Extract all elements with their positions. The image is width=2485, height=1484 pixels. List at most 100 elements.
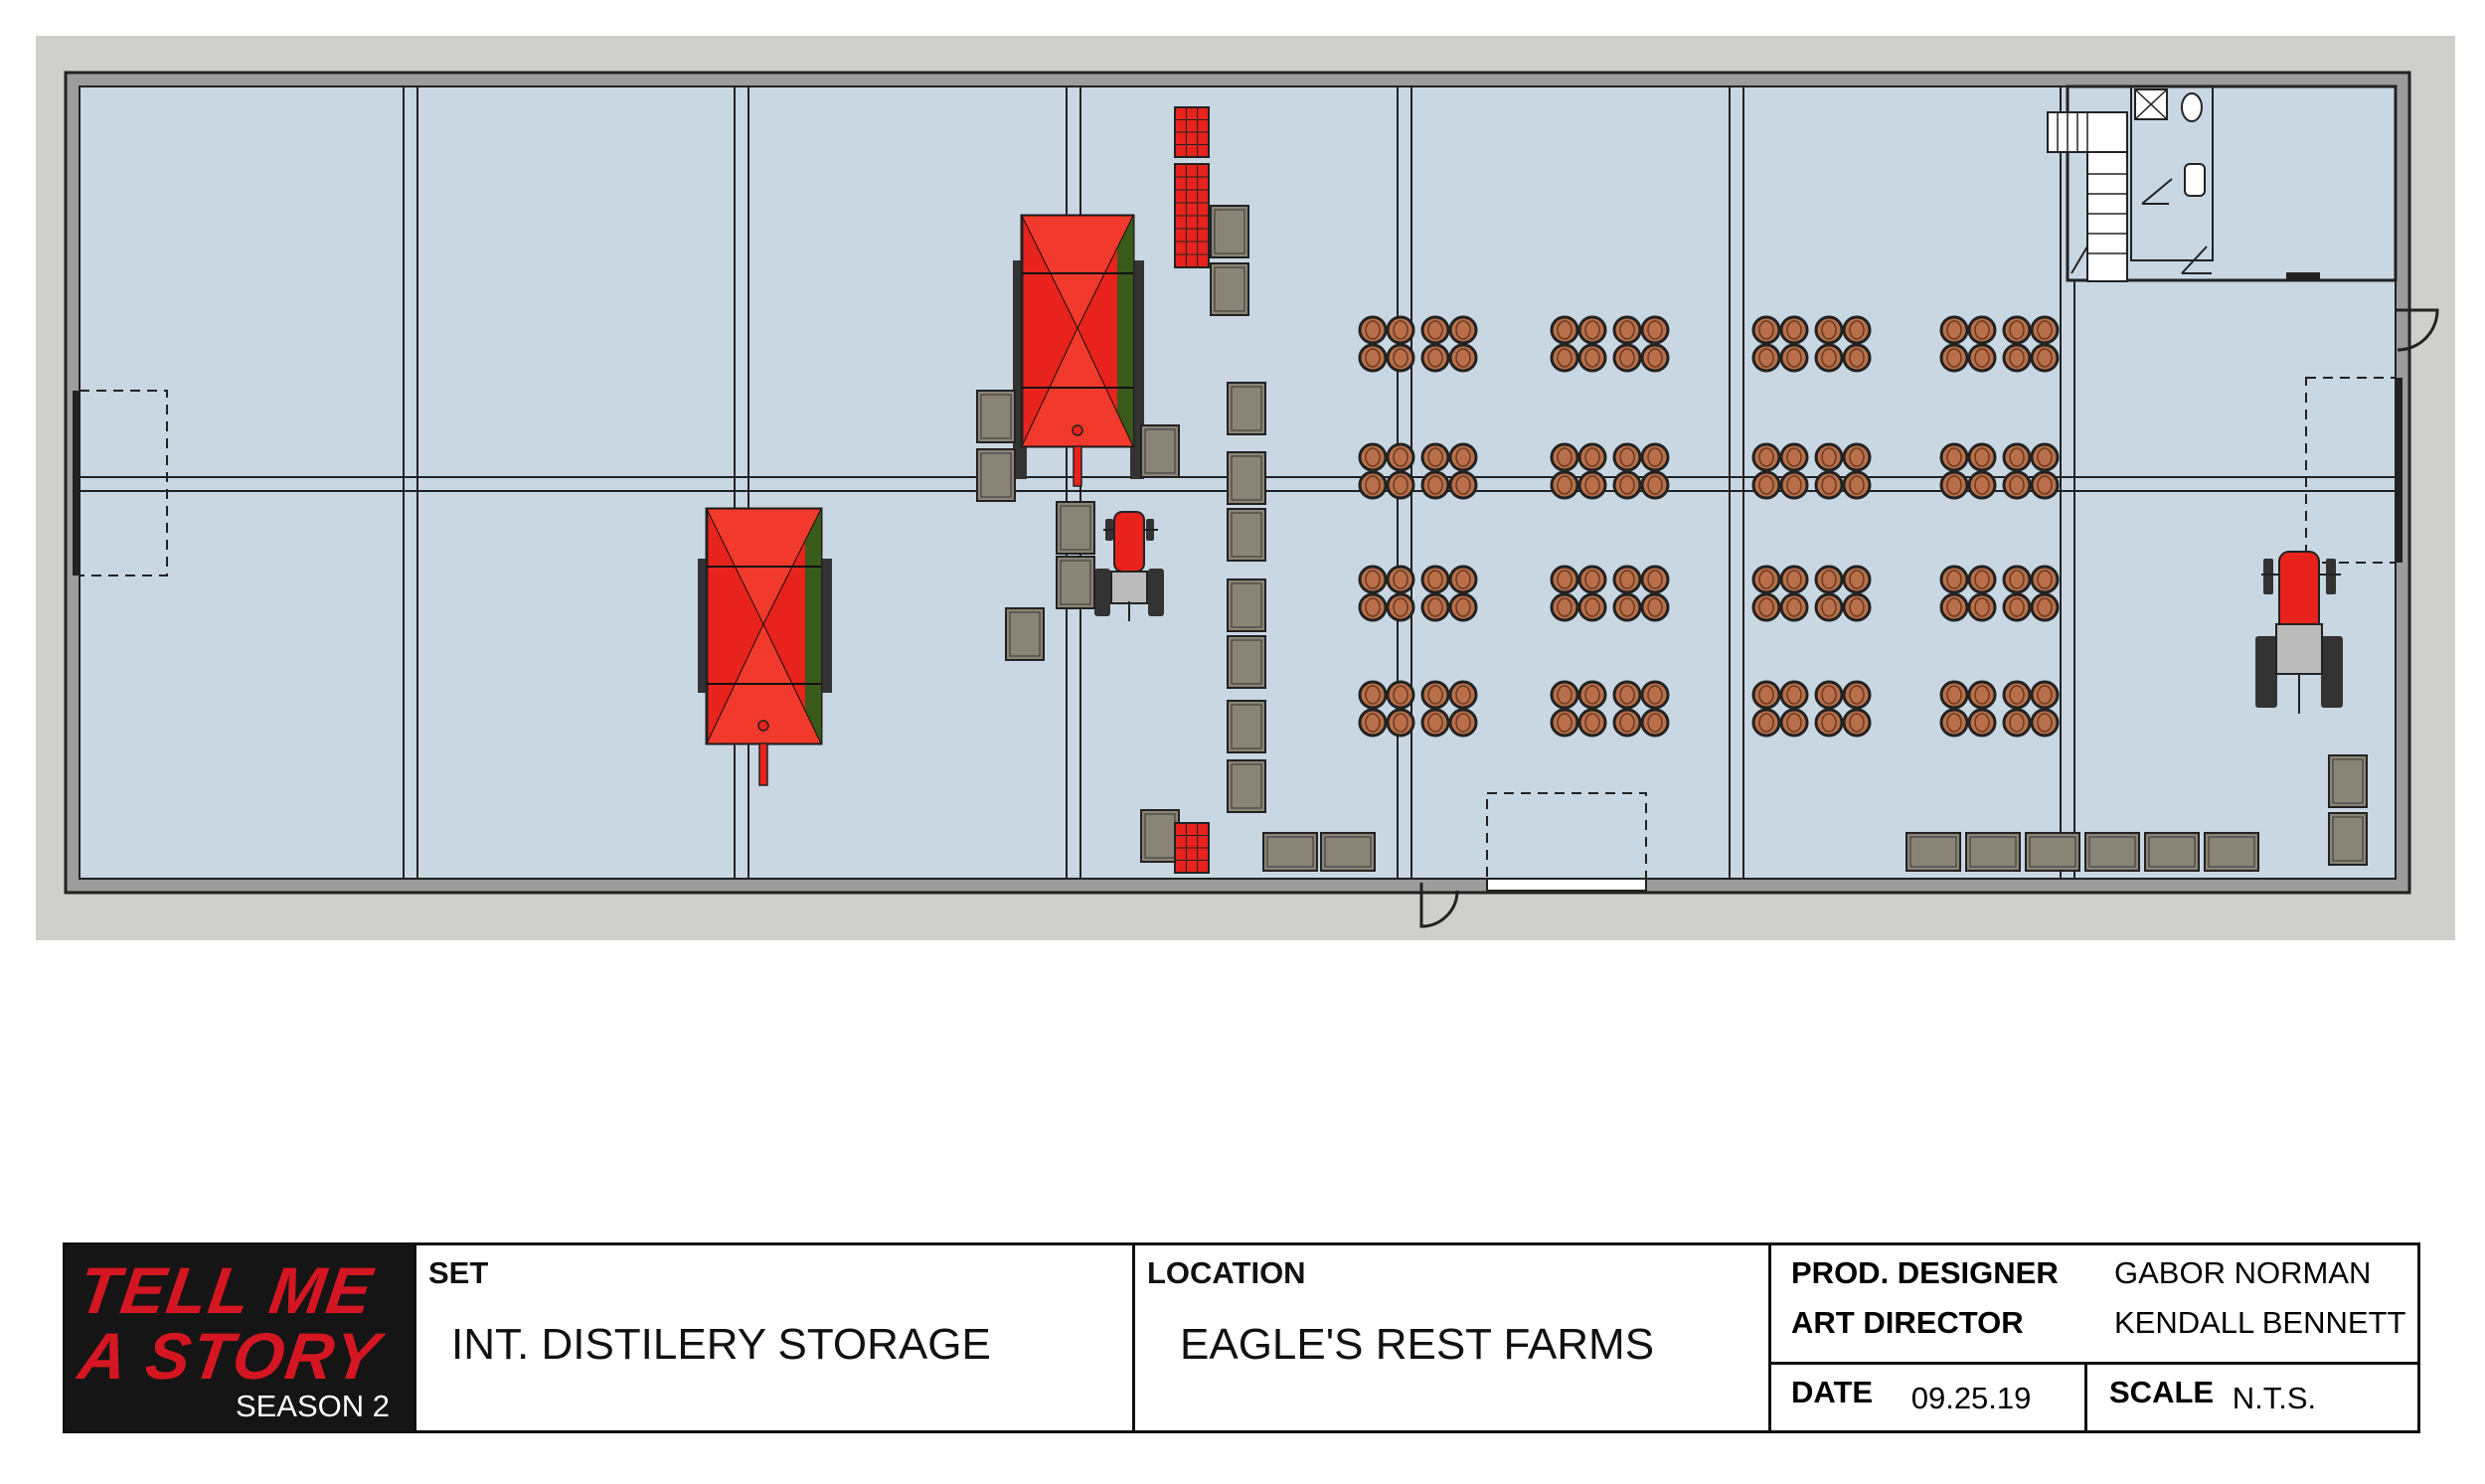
left-door [73,391,80,576]
crate [2328,812,2368,866]
bottom-opening [1486,878,1647,892]
crate [1905,832,1961,872]
crate [2025,832,2080,872]
barrel-group [1358,315,2060,738]
barrel-cluster [1420,565,1478,622]
crate [1227,451,1266,505]
location-cell: LOCATION EAGLE'S REST FARMS [1132,1245,1768,1430]
crate [1005,607,1045,661]
prod-designer-label: PROD. DESIGNER [1791,1255,2059,1290]
crate [2084,832,2140,872]
crate [1056,501,1095,555]
scale-row: SCALE N.T.S. [2109,1375,2316,1415]
right-door [2396,378,2402,563]
location-label: LOCATION [1147,1255,1306,1290]
location-value: EAGLE'S REST FARMS [1180,1320,1655,1369]
barrel-cluster [1939,565,1997,622]
barrel-cluster [1751,565,1809,622]
barrel-cluster [1814,442,1872,500]
crate [1227,382,1266,435]
red-crate-group [1174,106,1210,874]
crate [1056,556,1095,609]
tractor-center [1094,511,1164,621]
barrel-cluster [1358,315,1415,373]
barrel-cluster [1751,680,1809,738]
barrel-cluster [1939,315,1997,373]
barrel-cluster [1814,315,1872,373]
scale-label: SCALE [2109,1375,2215,1409]
tractor-right [2255,551,2343,714]
crate [1227,578,1266,632]
swing-doors [1419,308,2439,928]
set-cell: SET INT. DISTILERY STORAGE [414,1245,1132,1430]
barrel-cluster [1550,315,1607,373]
restroom-block [2047,84,2398,282]
red-crate [1174,106,1210,158]
floor-plan [36,36,2455,940]
date-value: 09.25.19 [1910,1381,2032,1415]
crate [1320,832,1376,872]
divider [2084,1362,2087,1430]
barrel-cluster [1751,315,1809,373]
crate [2204,832,2259,872]
prod-designer-row: PROD. DESIGNER GABOR NORMAN [1791,1255,2371,1291]
barrel-cluster [1612,565,1670,622]
crate [1140,809,1180,863]
crate [1210,262,1249,316]
crate [2328,754,2368,808]
set-value: INT. DISTILERY STORAGE [451,1320,991,1369]
crate [1227,759,1266,813]
crate [2144,832,2200,872]
barrel-cluster [1814,680,1872,738]
barrel-cluster [1358,565,1415,622]
date-label: DATE [1791,1375,1874,1409]
crate [1227,635,1266,689]
show-title-line2: A STORY [74,1319,386,1393]
barrel-cluster [1358,442,1415,500]
show-title-line1: TELL ME [74,1253,379,1327]
barrel-cluster [1420,680,1478,738]
title-block: TELL ME A STORY SEASON 2 SET INT. DISTIL… [63,1242,2420,1433]
art-director-label: ART DIRECTOR [1791,1305,2024,1340]
art-director-row: ART DIRECTOR KENDALL BENNETT [1791,1305,2405,1341]
crate [1210,205,1249,258]
scale-value: N.T.S. [2232,1381,2317,1415]
crate [976,390,1016,443]
crate [1140,424,1180,478]
barrel-cluster [2002,315,2060,373]
barrel-cluster [1420,442,1478,500]
barrel-cluster [1939,680,1997,738]
crate [1965,832,2021,872]
show-logo: TELL ME A STORY SEASON 2 [66,1245,414,1430]
crate [1227,700,1266,753]
barrel-cluster [2002,680,2060,738]
prod-designer-value: GABOR NORMAN [2114,1255,2372,1290]
barrel-cluster [1939,442,1997,500]
barrel-cluster [1751,442,1809,500]
barrel-cluster [2002,565,2060,622]
wagon-upper [1013,214,1144,487]
wagon-lower [698,507,832,786]
barrel-cluster [1612,680,1670,738]
set-label: SET [428,1255,489,1290]
divider [1771,1362,2420,1365]
date-row: DATE 09.25.19 [1791,1375,2031,1415]
barrel-cluster [1420,315,1478,373]
barrel-cluster [1550,565,1607,622]
credits-cell: PROD. DESIGNER GABOR NORMAN ART DIRECTOR K… [1768,1245,2420,1430]
art-director-value: KENDALL BENNETT [2114,1305,2406,1340]
red-crate [1174,163,1210,268]
season-label: SEASON 2 [235,1389,390,1423]
barrel-cluster [1814,565,1872,622]
barrel-cluster [1612,442,1670,500]
barrel-cluster [2002,442,2060,500]
crate-group [976,205,2368,872]
barrel-cluster [1358,680,1415,738]
crate [1227,508,1266,562]
barrel-cluster [1550,442,1607,500]
crate [1262,832,1318,872]
crate [976,448,1016,502]
barrel-cluster [1550,680,1607,738]
barrel-cluster [1612,315,1670,373]
red-crate [1174,822,1210,874]
